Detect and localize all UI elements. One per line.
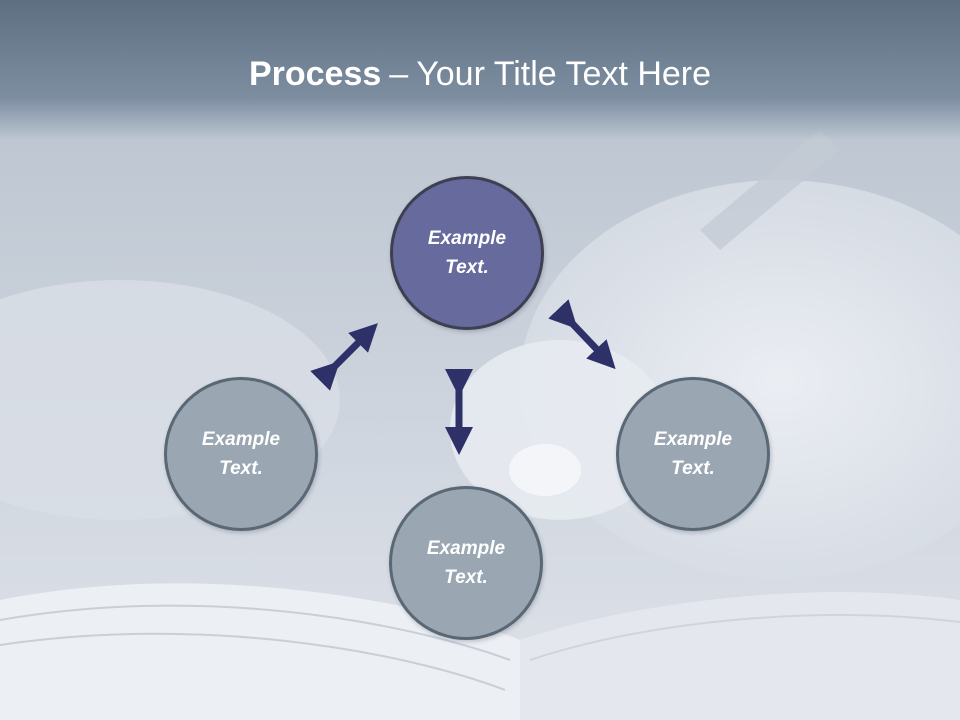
title-separator: – <box>389 55 409 93</box>
title-text: Your Title Text Here <box>416 55 712 93</box>
node-label: Example Text. <box>427 228 507 278</box>
node-label: Example Text. <box>426 538 506 588</box>
title-bar <box>0 0 960 140</box>
process-node-top[interactable]: Example Text. <box>390 176 544 330</box>
title-bold-part: Process <box>248 55 382 93</box>
process-node-bottom[interactable]: Example Text. <box>389 486 543 640</box>
process-node-left[interactable]: Example Text. <box>164 377 318 531</box>
arrow-top-left <box>310 323 378 391</box>
arrow-top-right <box>548 299 616 370</box>
page-title: Process–Your Title Text Here <box>0 52 960 96</box>
process-node-right[interactable]: Example Text. <box>616 377 770 531</box>
node-label: Example Text. <box>201 429 281 479</box>
node-label: Example Text. <box>653 429 733 479</box>
